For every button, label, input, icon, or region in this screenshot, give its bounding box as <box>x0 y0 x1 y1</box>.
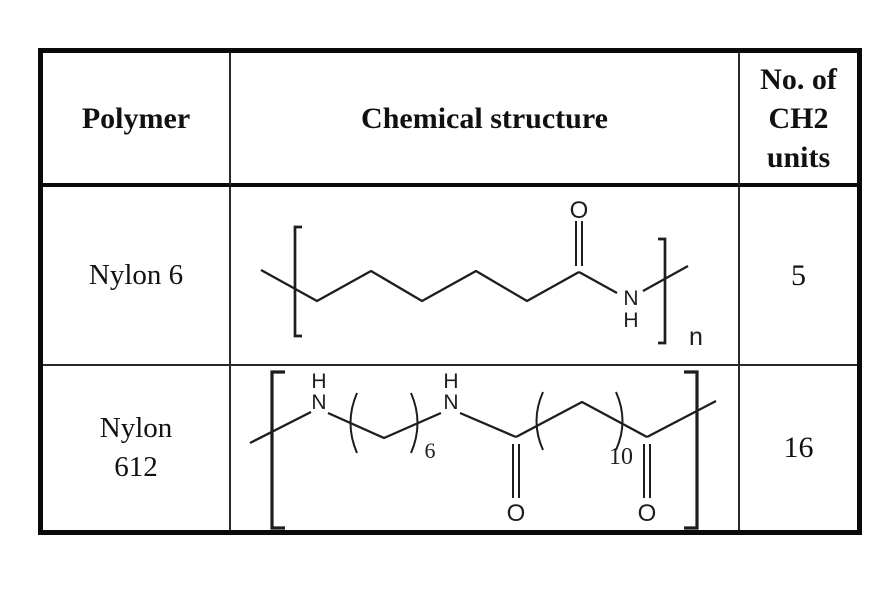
oxygen-label-1: O <box>507 500 526 527</box>
right-bracket-icon <box>658 237 667 345</box>
row2-units-cell: 16 <box>740 366 857 530</box>
oxygen-label-2: O <box>638 500 657 527</box>
row1-polymer-cell: Nylon 6 <box>43 187 231 366</box>
nylon6-ch2-units: 5 <box>791 258 806 292</box>
ch2-10-bond <box>515 400 648 439</box>
left-bracket-icon <box>270 370 285 530</box>
header-polymer-label: Polymer <box>81 101 191 135</box>
backbone-chain-bond <box>260 268 580 303</box>
nylon6-structure-drawing: O N H n <box>260 197 703 351</box>
repeat-subscript-n: n <box>689 323 703 351</box>
n1-ch2-bond <box>327 411 442 440</box>
header-ch2-line3: units <box>766 140 831 174</box>
header-structure-label: Chemical structure <box>361 101 608 135</box>
header-ch2-line1: No. of <box>760 62 837 96</box>
subscript-6: 6 <box>425 438 436 463</box>
hydrogen-label: H <box>623 309 638 332</box>
subscript-10: 10 <box>609 444 633 470</box>
entry-bond <box>249 410 312 445</box>
nylon612-name-line1: Nylon <box>99 411 173 444</box>
nylon612-name: Nylon 612 <box>100 409 173 487</box>
nylon612-structure-drawing: H N 6 H N O 10 O <box>249 370 717 530</box>
polymer-table: Polymer Chemical structure No. of CH2 un… <box>38 48 862 535</box>
row2-polymer-cell: Nylon 612 <box>43 366 231 530</box>
nylon6-name: Nylon 6 <box>88 258 184 291</box>
nylon612-name-line2: 612 <box>114 451 158 483</box>
oxygen-label: O <box>570 197 589 224</box>
nitrogen-label: N <box>623 287 638 310</box>
open-paren-ch2-10 <box>535 391 544 451</box>
left-bracket-icon <box>293 225 302 338</box>
carbonyl-double-bond-1 <box>512 444 520 498</box>
nylon612-ch2-units: 16 <box>783 431 814 464</box>
exit-bond <box>646 399 717 439</box>
right-bracket-icon <box>684 370 699 530</box>
carbonyl-double-bond <box>575 221 583 266</box>
n2-carbonyl-bond <box>459 411 517 439</box>
header-ch2-line2: CH2 <box>768 101 829 135</box>
header-cell-ch2-units: No. of CH2 units <box>740 53 857 187</box>
open-paren-ch2-6 <box>349 392 358 454</box>
nitrogen-label-1: N <box>311 391 326 414</box>
hydrogen-label-1: H <box>311 370 326 393</box>
hydrogen-label-2: H <box>443 370 458 393</box>
row1-units-cell: 5 <box>740 187 857 366</box>
close-paren-ch2-6 <box>410 392 419 454</box>
header-ch2-units-label: No. of CH2 units <box>760 60 837 177</box>
carbonyl-double-bond-2 <box>643 444 651 498</box>
close-paren-ch2-10 <box>615 391 624 451</box>
row1-structure-cell: O N H n <box>231 187 740 366</box>
nitrogen-label-2: N <box>443 391 458 414</box>
carbonyl-nitrogen-bond <box>578 270 618 295</box>
header-cell-polymer: Polymer <box>43 53 231 187</box>
header-cell-structure: Chemical structure <box>231 53 740 187</box>
row2-structure-cell: H N 6 H N O 10 O <box>231 366 740 530</box>
